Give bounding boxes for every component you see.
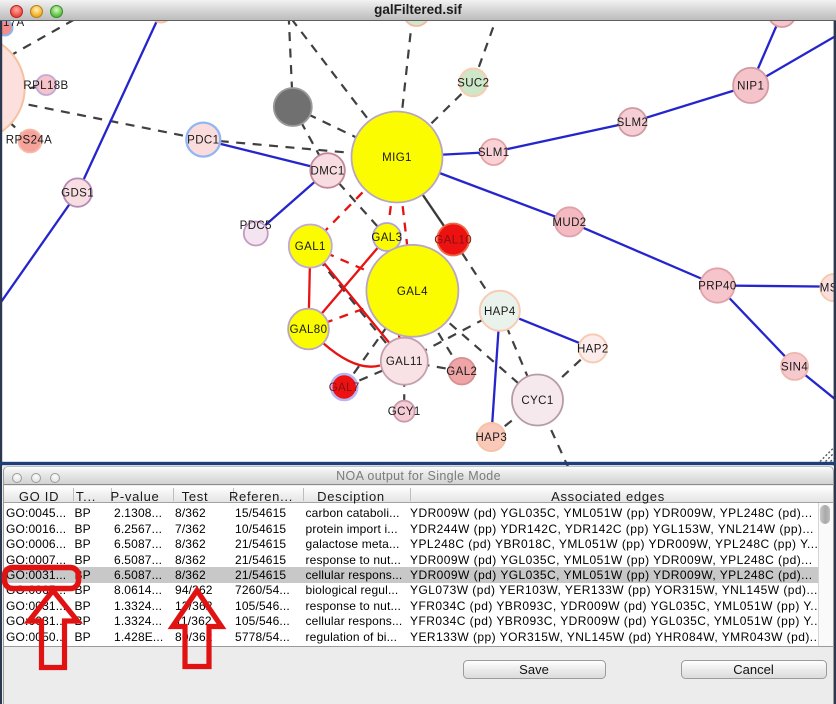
svg-text:RPL18B: RPL18B [23, 80, 68, 92]
svg-text:MUD2: MUD2 [552, 217, 586, 229]
svg-text:CYC1: CYC1 [521, 395, 553, 407]
svg-text:PRP40: PRP40 [698, 281, 736, 293]
svg-text:SLM2: SLM2 [617, 117, 649, 129]
svg-text:GAL4: GAL4 [397, 286, 428, 298]
svg-text:GDS1: GDS1 [61, 188, 94, 200]
svg-text:GAL3: GAL3 [371, 232, 402, 244]
svg-text:SIN4: SIN4 [781, 361, 808, 373]
svg-text:SUC2: SUC2 [457, 77, 489, 89]
svg-text:DMC1: DMC1 [311, 166, 345, 178]
svg-text:GAL10: GAL10 [434, 235, 472, 247]
svg-text:MSI1: MSI1 [820, 283, 836, 295]
svg-text:GCY1: GCY1 [388, 406, 421, 418]
svg-text:HAP2: HAP2 [577, 343, 609, 355]
svg-text:HAP4: HAP4 [484, 306, 516, 318]
svg-text:PDC1: PDC1 [187, 135, 219, 147]
svg-text:GAL1: GAL1 [295, 241, 326, 253]
svg-text:RPS24A: RPS24A [6, 135, 53, 147]
svg-text:HAP3: HAP3 [475, 432, 507, 444]
svg-text:GAL80: GAL80 [290, 324, 328, 336]
svg-text:GAL2: GAL2 [446, 366, 477, 378]
svg-text:NIP1: NIP1 [737, 80, 764, 92]
svg-text:GAL11: GAL11 [386, 356, 423, 368]
svg-text:PDC5: PDC5 [240, 220, 272, 232]
svg-text:GAL7: GAL7 [329, 382, 360, 394]
svg-text:SLM1: SLM1 [478, 147, 510, 159]
svg-text:MIG1: MIG1 [382, 152, 412, 164]
